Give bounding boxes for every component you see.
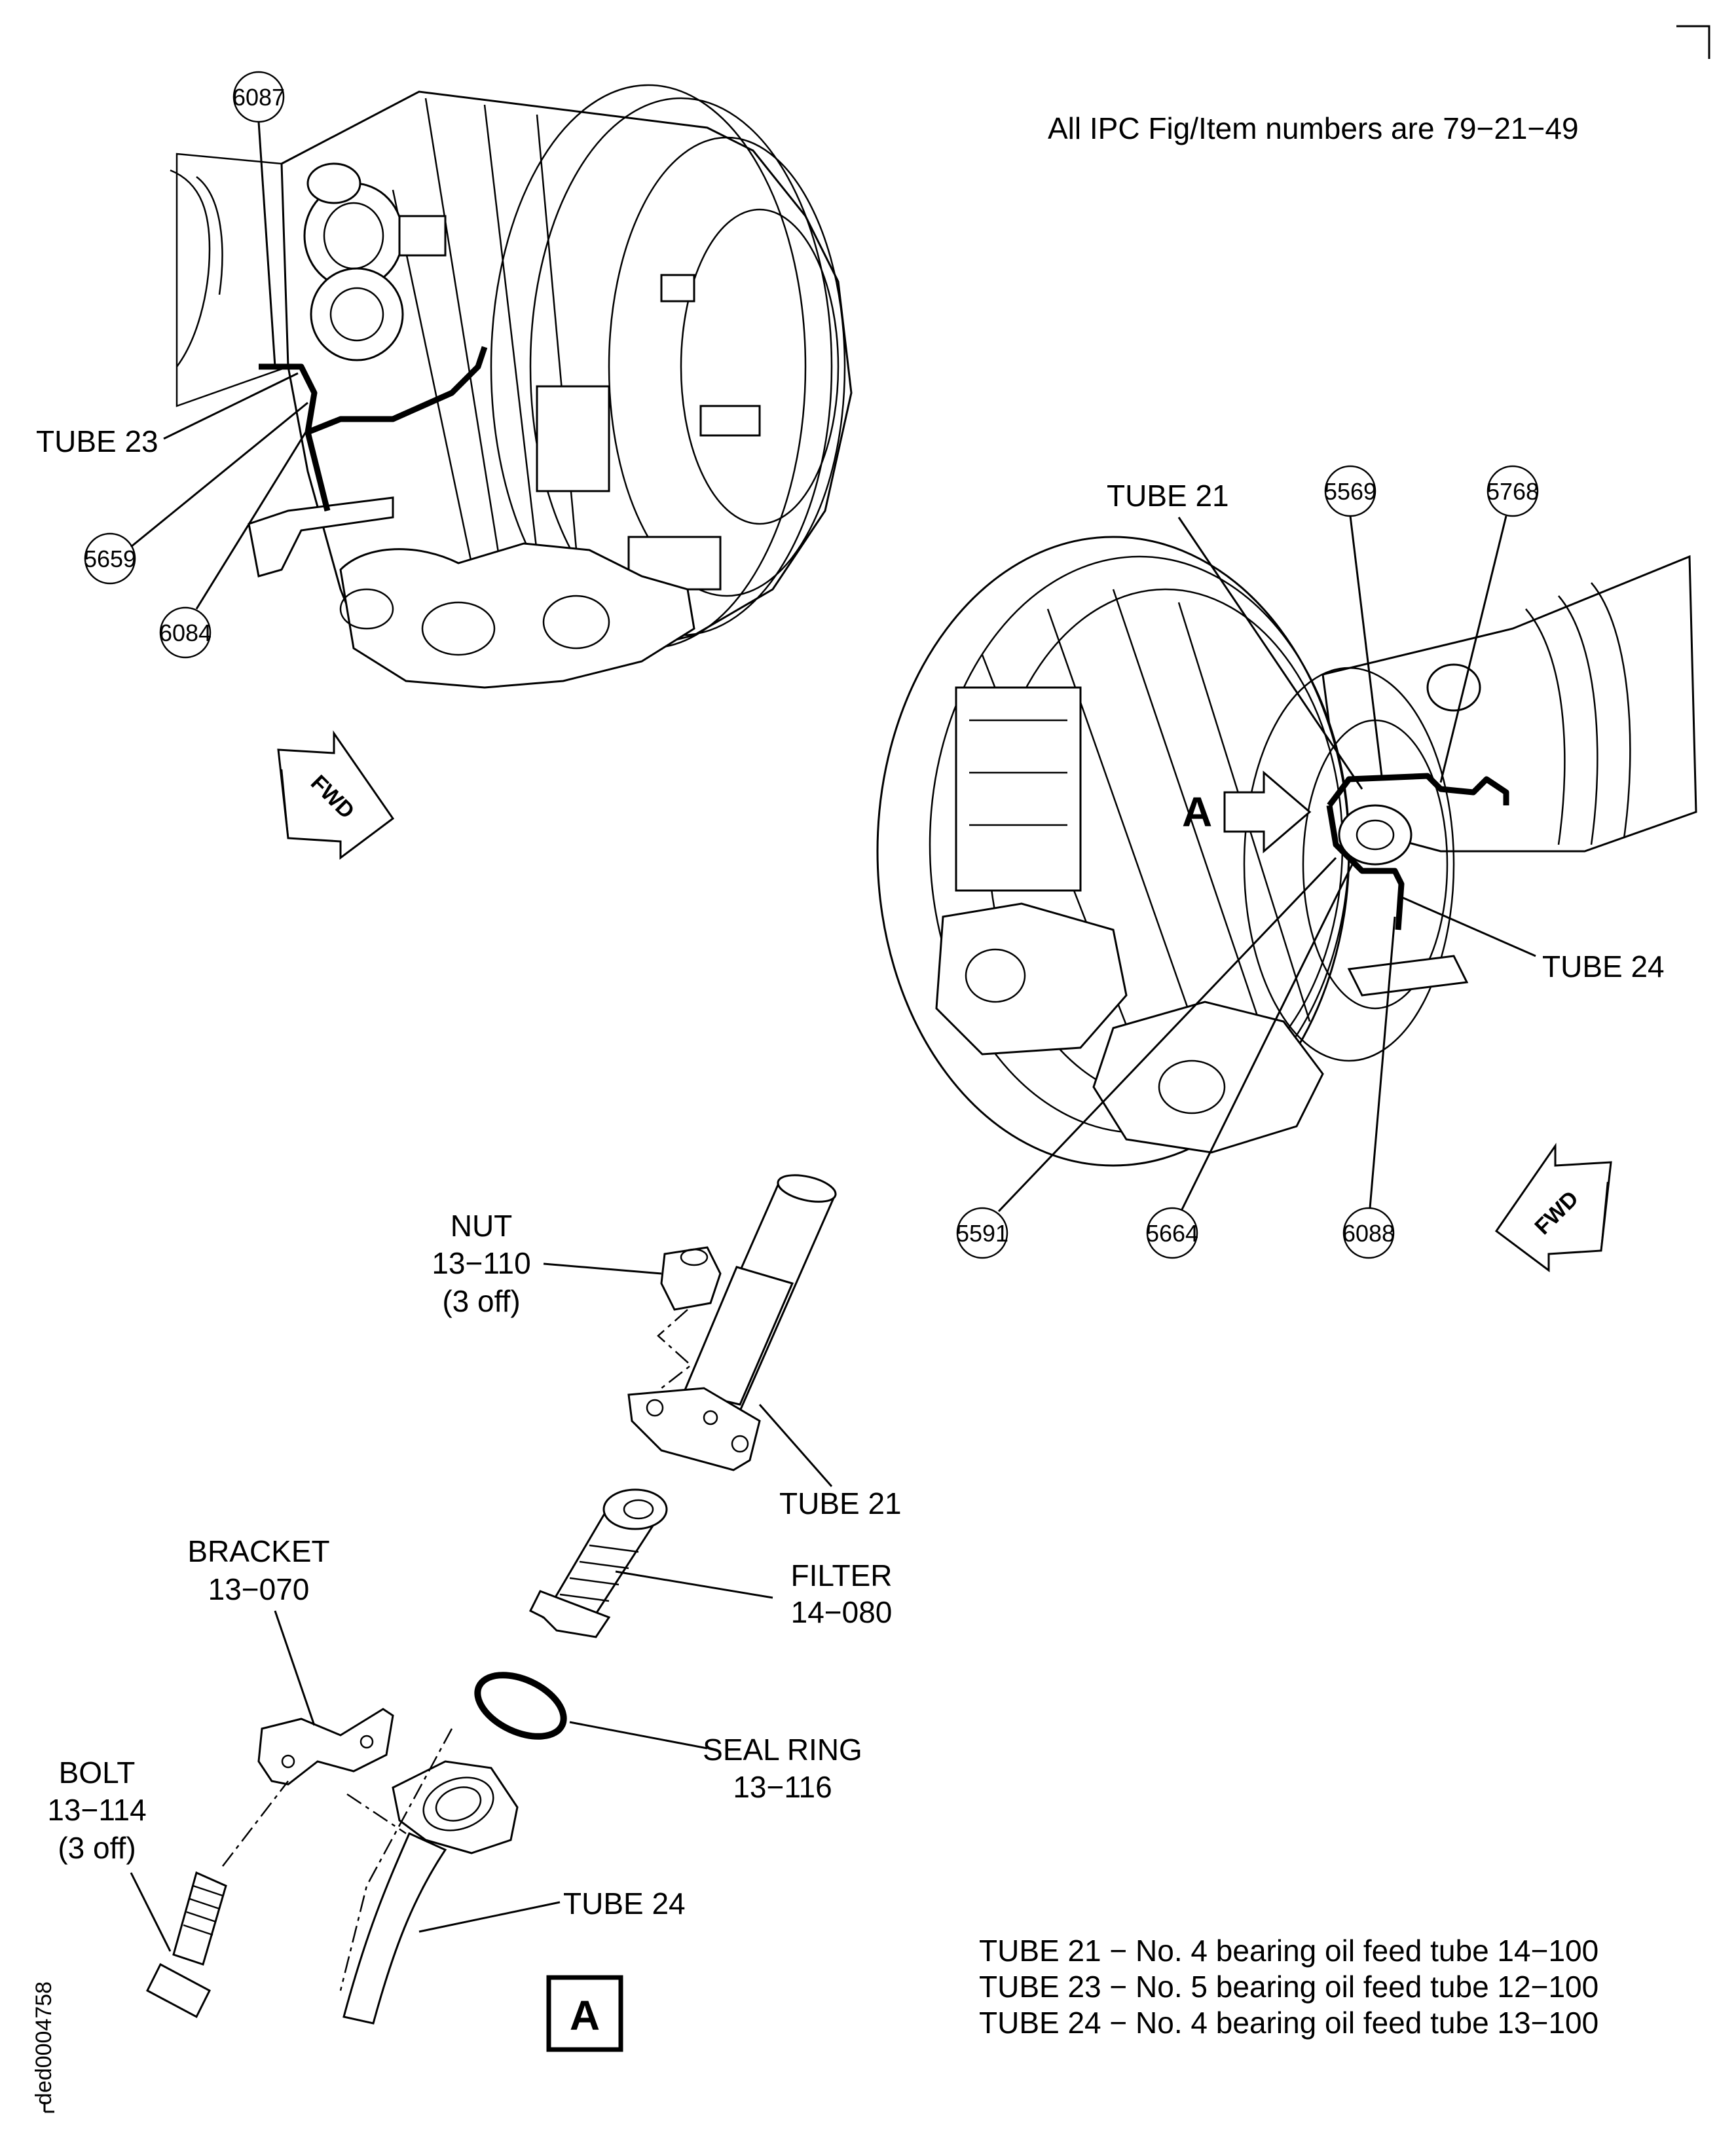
- legend-line-tube-23: TUBE 23 − No. 5 bearing oil feed tube 12…: [979, 1970, 1598, 2004]
- callout-5569: 5569: [1324, 465, 1383, 777]
- tube-24-part: [339, 1728, 519, 2025]
- callout-6088: 6088: [1342, 916, 1396, 1259]
- callout-bracket: BRACKET 13−070: [187, 1534, 330, 1726]
- callout-nut: NUT 13−110 (3 off): [432, 1209, 662, 1318]
- svg-text:6088: 6088: [1342, 1220, 1395, 1247]
- nut-part: [657, 1246, 722, 1389]
- callout-tube-24-upper: TUBE 24: [1401, 896, 1665, 984]
- svg-text:FILTER: FILTER: [790, 1558, 892, 1592]
- corner-mark: [1676, 25, 1710, 59]
- engine-view-front-right: [876, 536, 1697, 1167]
- svg-text:TUBE 24: TUBE 24: [563, 1886, 686, 1921]
- svg-text:13−110: 13−110: [432, 1246, 530, 1280]
- svg-text:(3 off): (3 off): [442, 1284, 520, 1318]
- callout-5664: 5664: [1146, 864, 1354, 1259]
- svg-text:TUBE 23: TUBE 23: [36, 424, 158, 458]
- svg-text:5569: 5569: [1324, 478, 1376, 505]
- callout-6087: 6087: [232, 71, 285, 367]
- tube-legend: TUBE 21 − No. 4 bearing oil feed tube 14…: [979, 1934, 1598, 2040]
- svg-text:ded0004758: ded0004758: [31, 1981, 56, 2105]
- fwd-arrow-right: FWD: [1494, 1143, 1612, 1272]
- callout-filter: FILTER 14−080: [615, 1558, 893, 1629]
- bracket-part: [257, 1708, 394, 1786]
- svg-text:TUBE 21: TUBE 21: [1107, 479, 1229, 513]
- callout-tube-21-upper: TUBE 21: [1107, 479, 1363, 790]
- svg-text:5768: 5768: [1487, 478, 1539, 505]
- fwd-arrow-left: FWD: [277, 730, 395, 860]
- bolt-part: [146, 1780, 289, 2019]
- legend-line-tube-21: TUBE 21 − No. 4 bearing oil feed tube 14…: [979, 1934, 1598, 1968]
- view-label-a: A: [546, 1975, 623, 2052]
- svg-text:BRACKET: BRACKET: [187, 1534, 329, 1568]
- callout-5768: 5768: [1439, 465, 1539, 783]
- svg-text:SEAL RING: SEAL RING: [703, 1733, 862, 1767]
- svg-text:TUBE 24: TUBE 24: [1542, 949, 1665, 984]
- svg-text:13−070: 13−070: [208, 1572, 310, 1606]
- svg-text:(3 off): (3 off): [58, 1831, 136, 1865]
- callout-5591: 5591: [956, 856, 1337, 1259]
- engine-view-rear-left: [170, 84, 853, 689]
- seal-ring-part: [474, 1672, 567, 1740]
- ipc-reference-note: All IPC Fig/Item numbers are 79−21−49: [1048, 111, 1579, 145]
- svg-text:A: A: [1182, 788, 1212, 836]
- callout-6084: 6084: [159, 428, 309, 659]
- svg-text:6087: 6087: [232, 84, 285, 111]
- svg-text:TUBE 21: TUBE 21: [779, 1486, 902, 1520]
- tube-21-part: [627, 1174, 837, 1471]
- svg-text:NUT: NUT: [451, 1209, 513, 1243]
- callout-tube-24-detail: TUBE 24: [418, 1886, 686, 1933]
- svg-text:13−114: 13−114: [47, 1793, 146, 1827]
- svg-text:5664: 5664: [1146, 1220, 1198, 1247]
- callout-bolt: BOLT 13−114 (3 off): [47, 1756, 172, 1952]
- filter-part: [528, 1488, 668, 1638]
- svg-text:13−116: 13−116: [733, 1770, 832, 1804]
- callout-5659: 5659: [84, 401, 308, 585]
- drawing-id: ded0004758: [31, 1981, 56, 2113]
- view-arrow-a: A: [1182, 770, 1312, 854]
- svg-text:5659: 5659: [84, 545, 136, 572]
- svg-text:14−080: 14−080: [791, 1595, 893, 1629]
- svg-text:BOLT: BOLT: [59, 1756, 136, 1790]
- svg-text:6084: 6084: [159, 619, 212, 646]
- svg-text:A: A: [570, 1992, 600, 2039]
- legend-line-tube-24: TUBE 24 − No. 4 bearing oil feed tube 13…: [979, 2006, 1598, 2040]
- callout-tube-23: TUBE 23: [36, 372, 299, 458]
- svg-text:5591: 5591: [956, 1220, 1008, 1247]
- callout-seal-ring: SEAL RING 13−116: [569, 1721, 862, 1804]
- callout-tube-21-detail: TUBE 21: [758, 1404, 902, 1520]
